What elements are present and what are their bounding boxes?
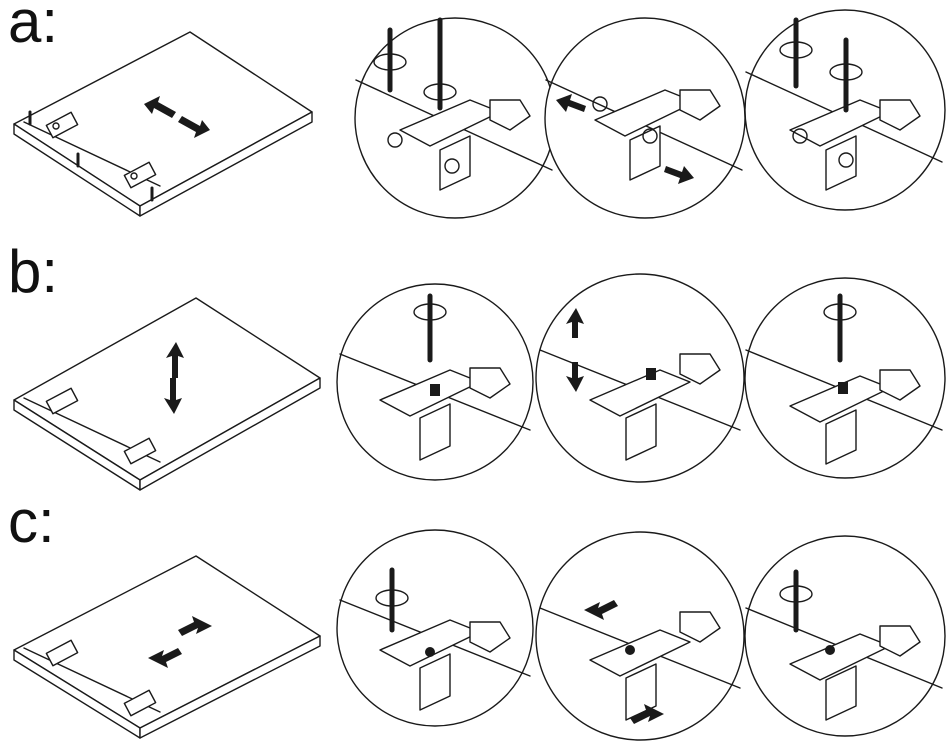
detail-circle-1	[355, 18, 555, 218]
step-b-illustration	[0, 250, 948, 500]
detail-circle-2	[545, 18, 745, 218]
detail-circle-2	[536, 532, 744, 740]
step-b: b:	[0, 250, 948, 500]
step-c: c:	[0, 500, 948, 750]
detail-circle-3	[745, 278, 945, 478]
detail-circle-1	[337, 284, 533, 480]
step-c-illustration	[0, 500, 948, 748]
detail-circle-3	[745, 536, 945, 736]
detail-circle-1	[337, 530, 533, 726]
detail-circle-2	[536, 274, 744, 482]
step-a: a:	[0, 0, 948, 250]
step-a-illustration	[0, 0, 948, 250]
detail-circle-3	[745, 10, 945, 210]
